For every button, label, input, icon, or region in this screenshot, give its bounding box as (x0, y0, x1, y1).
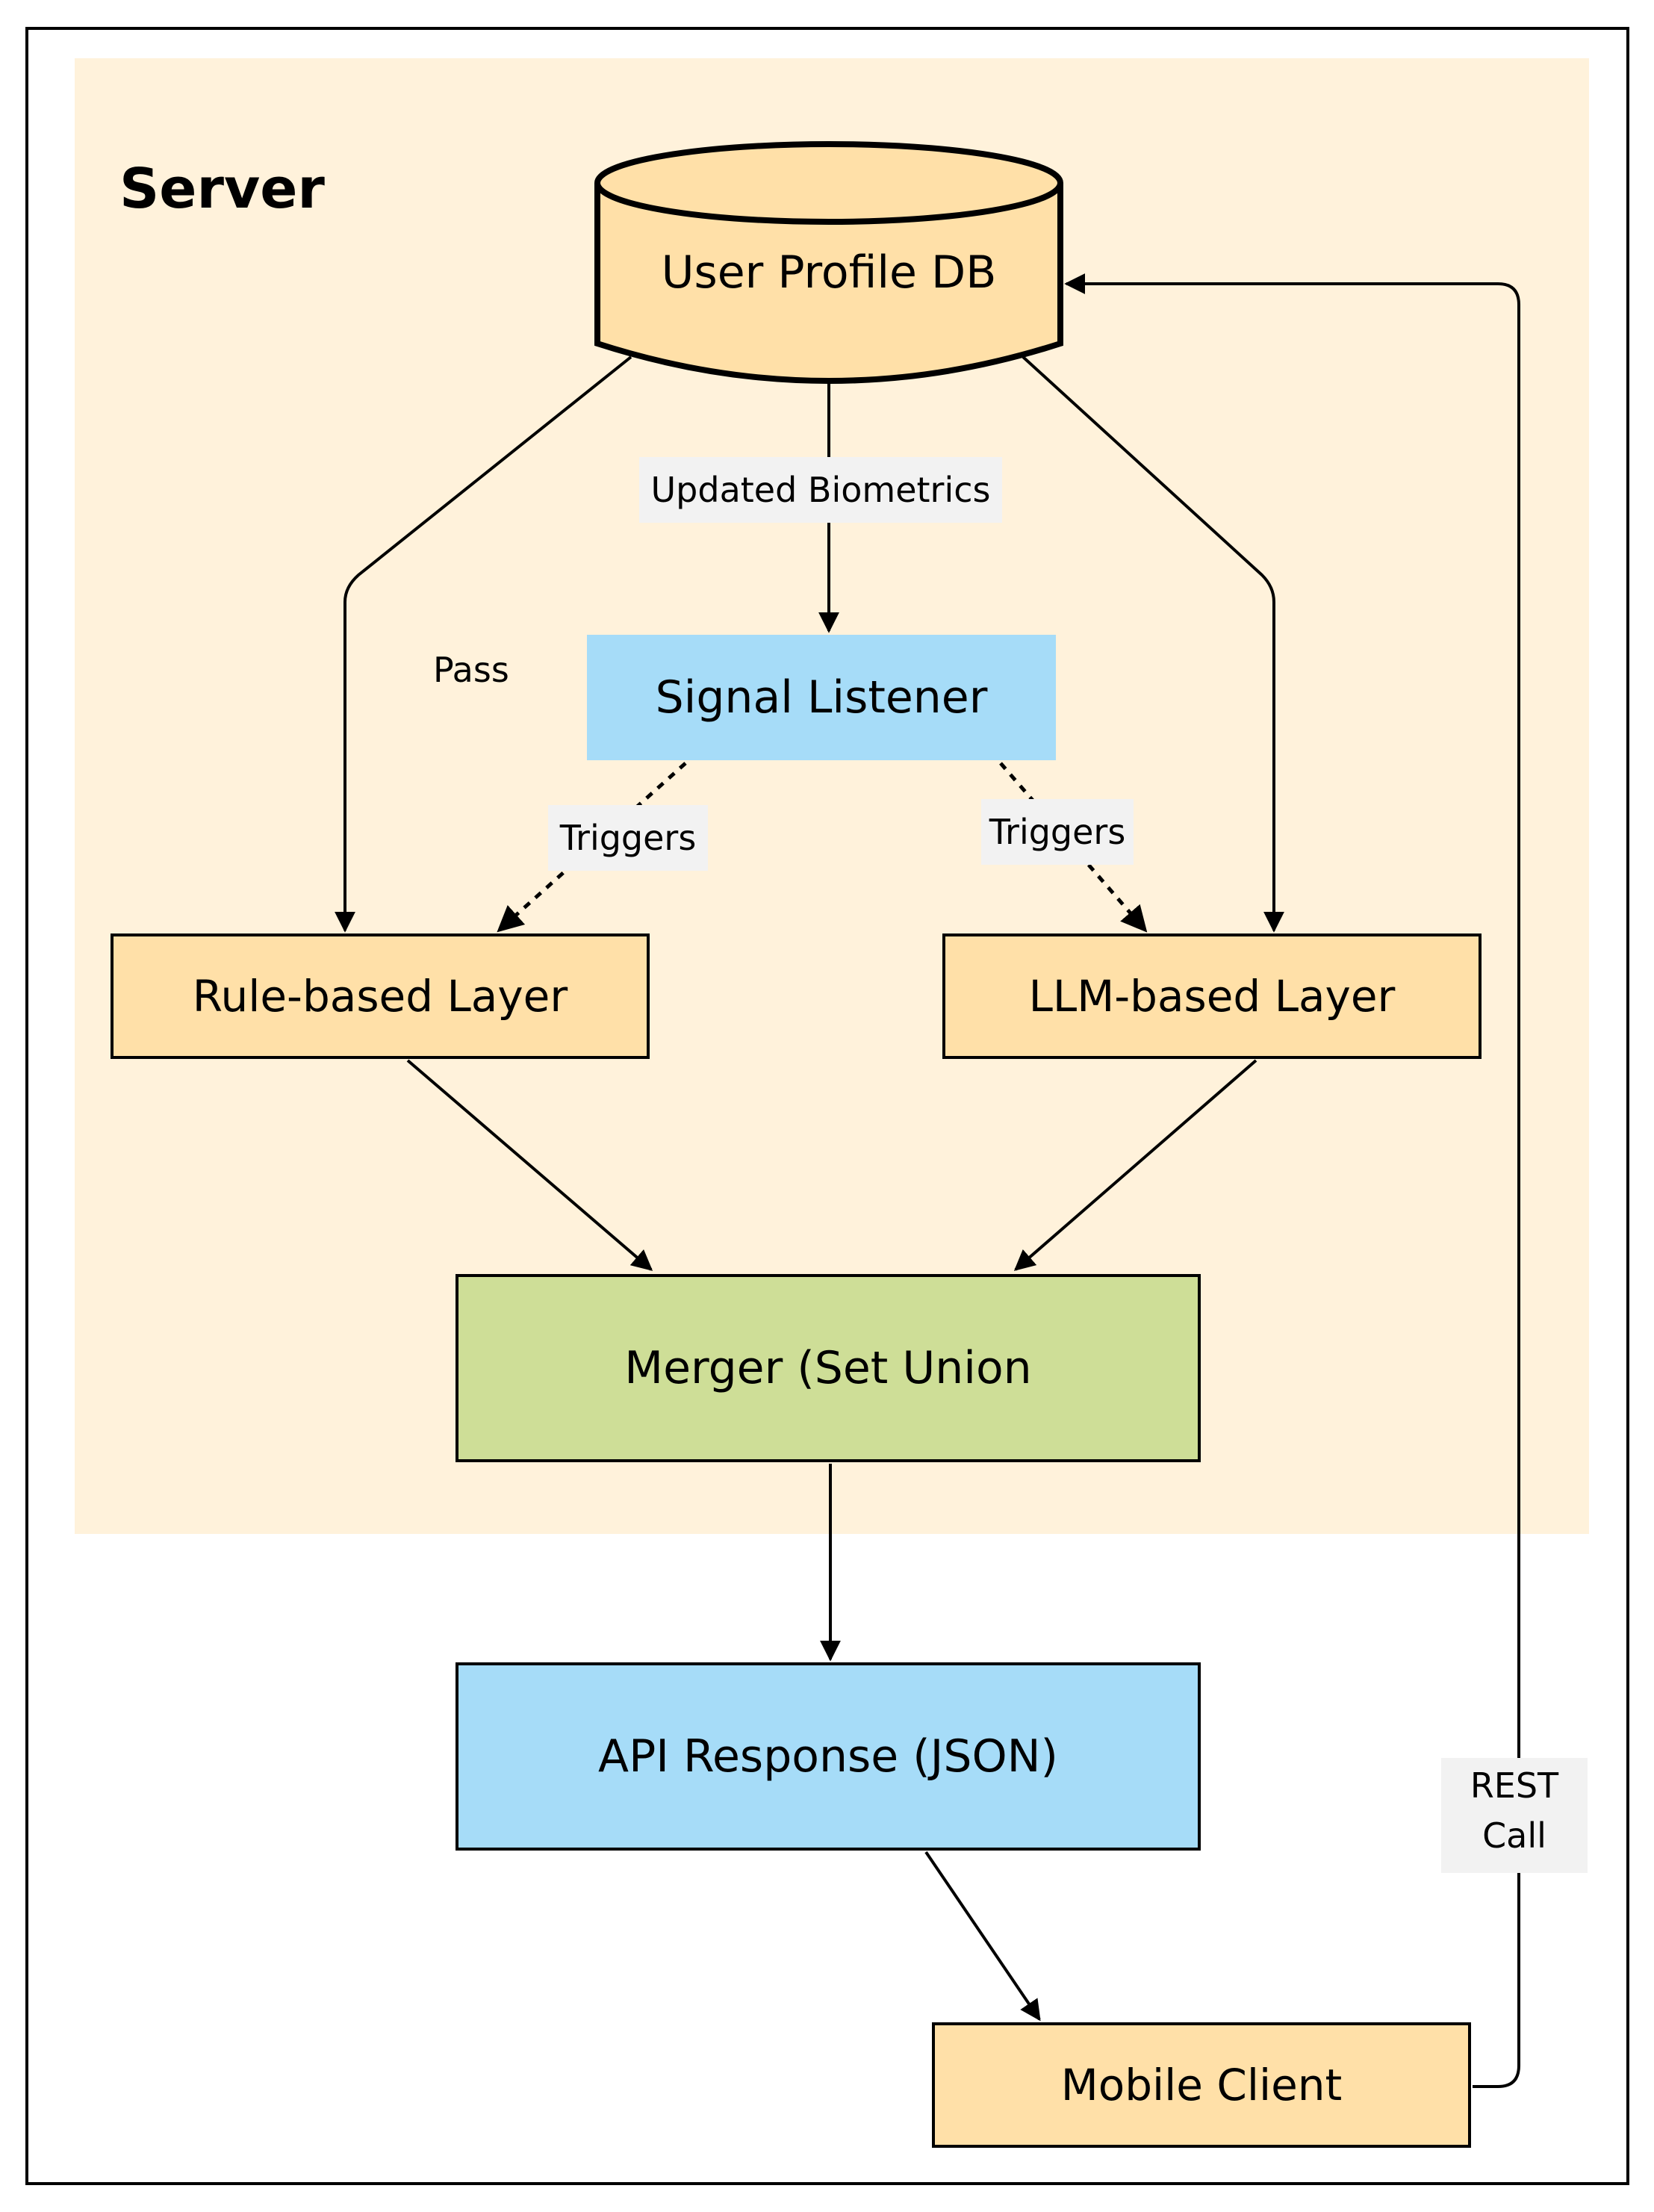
edge-label-rest-call: REST Call (1441, 1758, 1588, 1873)
api-response-node: API Response (JSON) (456, 1662, 1201, 1851)
llm-based-layer-node: LLM-based Layer (942, 933, 1482, 1059)
edge-label-updated-biometrics: Updated Biometrics (639, 457, 1002, 523)
edge-mobile-to-db (1064, 273, 1520, 2088)
llm-based-layer-label: LLM-based Layer (1028, 971, 1396, 1022)
user-profile-db-label: User Profile DB (661, 246, 997, 299)
server-title: Server (119, 157, 325, 221)
triggers-left-text: Triggers (559, 817, 697, 858)
rest-call-line1: REST (1470, 1765, 1559, 1806)
edge-rule-to-merger (406, 1059, 653, 1271)
edge-api-to-mobile (924, 1851, 1041, 2022)
rest-call-line2: Call (1482, 1815, 1546, 1856)
rule-based-layer-label: Rule-based Layer (192, 971, 568, 1022)
mobile-client-label: Mobile Client (1060, 2060, 1343, 2110)
merger-node: Merger (Set Union (456, 1274, 1201, 1462)
edge-llm-to-merger (1013, 1059, 1257, 1271)
rule-based-layer-node: Rule-based Layer (111, 933, 650, 1059)
edge-label-pass: Pass (433, 650, 509, 690)
edge-db-to-llm (1022, 355, 1284, 933)
signal-listener-node: Signal Listener (587, 635, 1056, 760)
edge-label-triggers-right: Triggers (981, 799, 1134, 865)
edge-label-triggers-left: Triggers (548, 805, 708, 871)
api-response-label: API Response (JSON) (598, 1730, 1058, 1783)
updated-biometrics-text: Updated Biometrics (650, 469, 991, 510)
mobile-client-node: Mobile Client (932, 2022, 1471, 2148)
edge-db-to-rule (335, 355, 632, 933)
signal-listener-label: Signal Listener (655, 671, 988, 724)
triggers-right-text: Triggers (989, 811, 1126, 852)
merger-label: Merger (Set Union (624, 1342, 1032, 1394)
